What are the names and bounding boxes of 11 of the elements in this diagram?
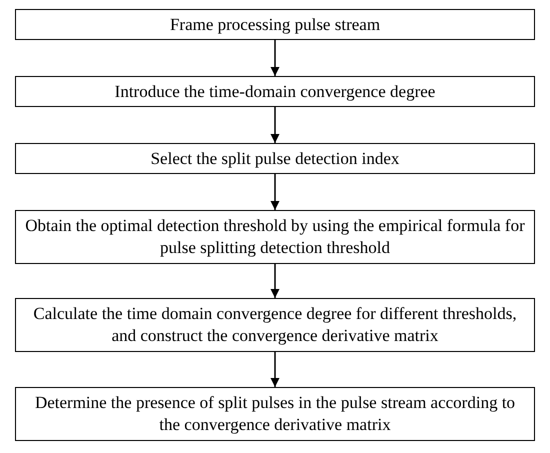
arrow — [270, 107, 280, 143]
process-box: Calculate the time domain convergence degree for different thresholds, and construct the convergence derivative matrix — [15, 298, 535, 352]
arrow — [270, 352, 280, 387]
process-box: Introduce the time-domain convergence degree — [15, 76, 535, 107]
process-box: Select the split pulse detection index — [15, 143, 535, 174]
process-box: Determine the presence of split pulses in the pulse stream according to the convergence derivative matrix — [15, 387, 535, 441]
arrow — [270, 40, 280, 76]
process-box: Obtain the optimal detection threshold by using the empirical formula for pulse splitting detection threshold — [15, 210, 535, 264]
process-box: Frame processing pulse stream — [15, 9, 535, 40]
arrow — [270, 264, 280, 298]
arrow — [270, 174, 280, 210]
